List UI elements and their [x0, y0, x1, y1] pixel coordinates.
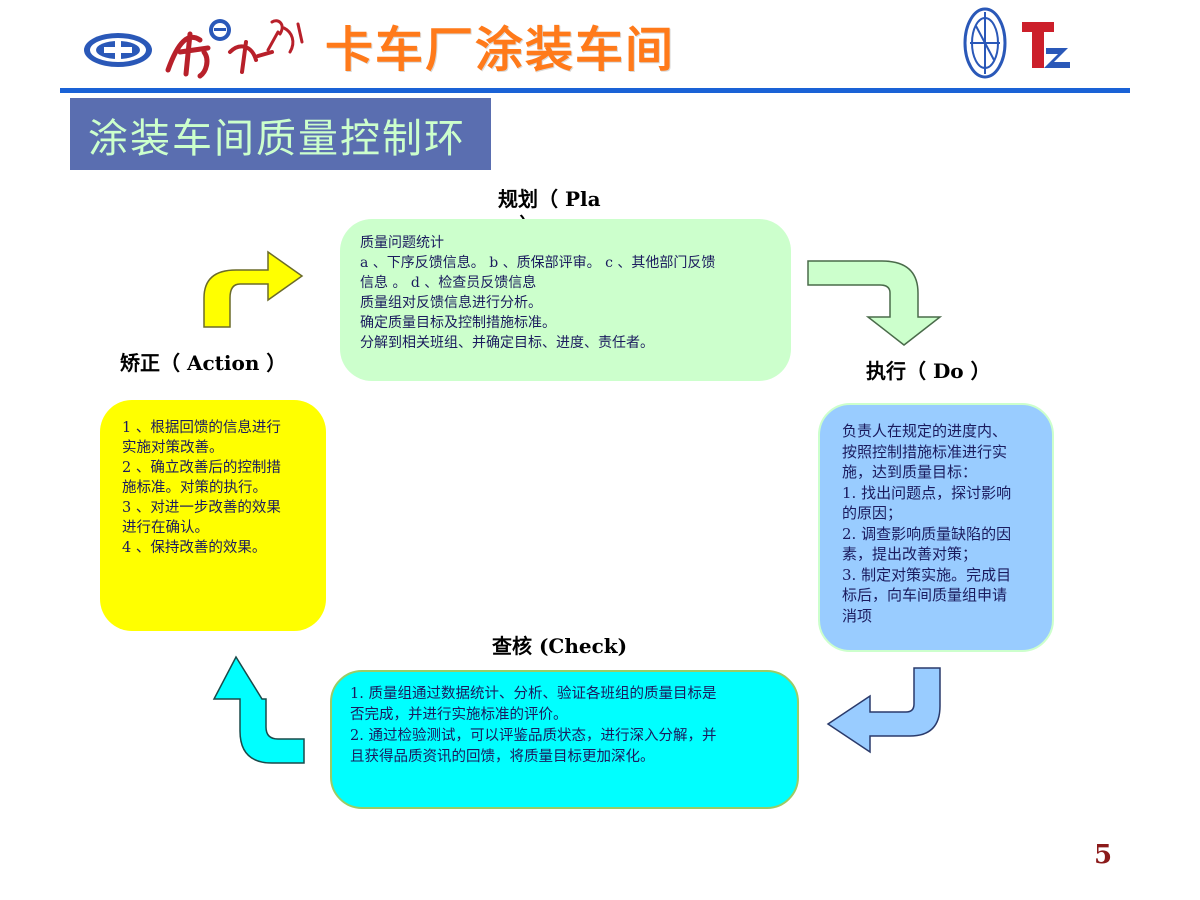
do-line: 素，提出改善对策；	[842, 545, 978, 563]
calligraphy-logo-icon	[165, 19, 304, 79]
check-line: 1. 质量组通过数据统计、分析、验证各班组的质量目标是	[350, 686, 717, 702]
arrow-plan-to-do-icon	[807, 260, 943, 346]
do-label: 执行（ Do ）	[866, 359, 991, 383]
section-title-box	[70, 98, 491, 170]
action-line: 3 、对进一步改善的效果	[122, 500, 281, 516]
do-line: 的原因；	[842, 504, 903, 522]
plan-line: 质量问题统计	[360, 235, 444, 251]
do-line: 1. 找出问题点，探讨影响	[842, 483, 1012, 502]
action-line: 4 、保持改善的效果。	[122, 540, 267, 556]
check-line: 2. 通过检验测试，可以评鉴品质状态，进行深入分解，并	[350, 728, 717, 744]
plan-line: a 、下序反馈信息。 b 、质保部评审。 c 、其他部门反馈	[360, 255, 716, 271]
do-line: 负责人在规定的进度内、	[842, 422, 1008, 440]
do-line: 施，达到质量目标：	[842, 463, 978, 481]
check-line: 且获得品质资讯的回馈，将质量目标更加深化。	[350, 749, 655, 765]
action-line: 进行在确认。	[122, 520, 209, 536]
plan-label-line1: 规划（ Pla	[498, 187, 601, 211]
action-line: 2 、确立改善后的控制措	[122, 460, 281, 476]
do-line: 消项	[842, 606, 873, 625]
page-number: 5	[1094, 840, 1113, 870]
plan-line: 信息 。 d 、检查员反馈信息	[360, 275, 537, 291]
do-line: 按照控制措施标准进行实	[842, 442, 1008, 461]
action-line: 施标准。对策的执行。	[122, 480, 267, 496]
header-title: 卡车厂涂装车间	[325, 22, 676, 78]
do-line: 标后，向车间质量组申请	[842, 586, 1008, 604]
arrow-do-to-check-icon	[826, 667, 941, 754]
plan-line: 分解到相关班组、并确定目标、进度、责任者。	[360, 335, 654, 351]
action-label: 矫正（ Action ）	[120, 351, 287, 375]
action-line: 1 、根据回馈的信息进行	[122, 420, 281, 436]
circle-emblem-icon	[963, 7, 1007, 79]
section-title: 涂装车间质量控制环	[88, 116, 466, 162]
arrow-action-to-plan-icon	[203, 250, 304, 328]
action-line: 实施对策改善。	[122, 440, 224, 456]
header-rule	[60, 88, 1130, 93]
emblem-icon	[84, 33, 152, 67]
tz-logo-icon	[1022, 22, 1070, 68]
arrow-check-to-action-icon	[212, 655, 305, 764]
plan-box: 质量问题统计 a 、下序反馈信息。 b 、质保部评审。 c 、其他部门反馈 信息…	[340, 219, 791, 381]
plan-line: 确定质量目标及控制措施标准。	[360, 315, 556, 331]
do-line: 2. 调查影响质量缺陷的因	[842, 524, 1012, 543]
check-label: 查核 (Check)	[492, 634, 628, 658]
check-box: 1. 质量组通过数据统计、分析、验证各班组的质量目标是 否完成，并进行实施标准的…	[330, 670, 799, 809]
plan-line: 质量组对反馈信息进行分析。	[360, 295, 542, 311]
action-box: 1 、根据回馈的信息进行 实施对策改善。 2 、确立改善后的控制措 施标准。对策…	[100, 400, 326, 631]
do-line: 3. 制定对策实施。完成目	[842, 565, 1012, 584]
do-box: 负责人在规定的进度内、 按照控制措施标准进行实 施，达到质量目标： 1. 找出问…	[818, 403, 1054, 652]
check-line: 否完成，并进行实施标准的评价。	[350, 707, 568, 723]
